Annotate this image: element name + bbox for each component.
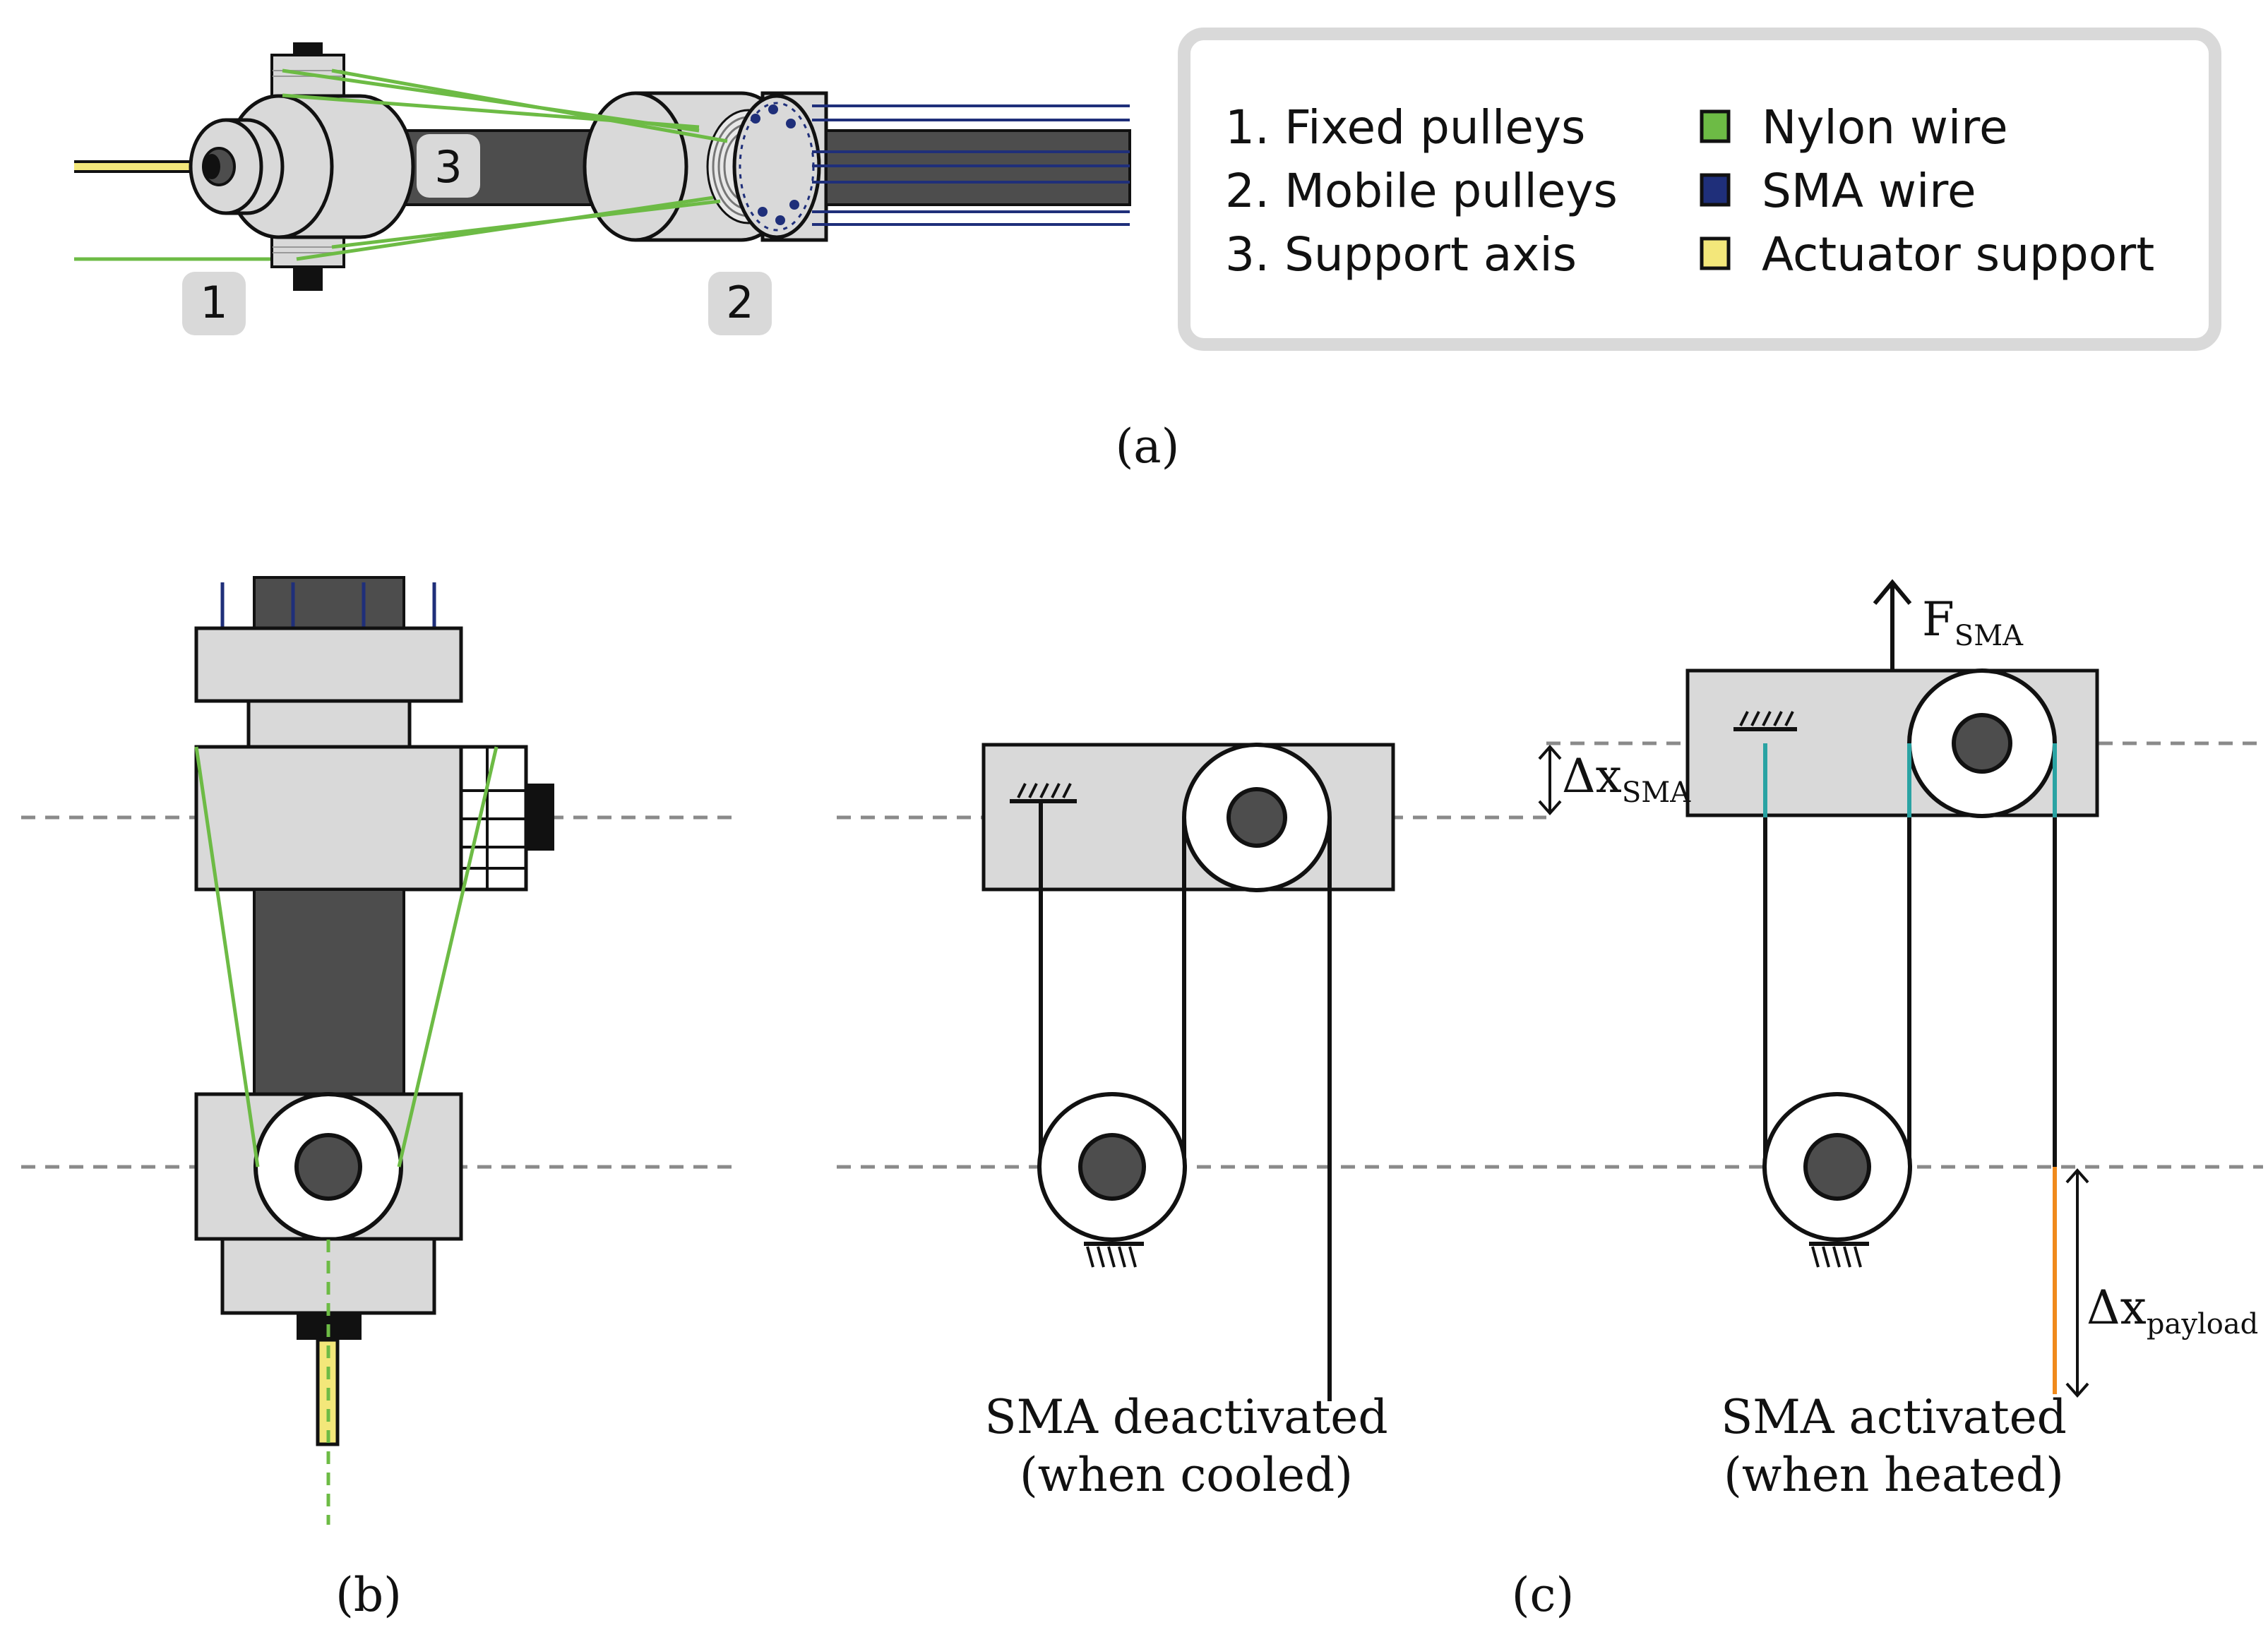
right-caption-line1: SMA activated xyxy=(1721,1390,2067,1444)
svg-text:2: 2 xyxy=(726,277,753,328)
dx-payload-arrow: Δxpayload xyxy=(2065,1168,2258,1398)
legend-label-support: Actuator support xyxy=(1762,227,2154,282)
panel-b-label: (b) xyxy=(335,1568,402,1622)
reference-lines xyxy=(21,741,2263,1169)
legend-swatch-nylon xyxy=(1700,109,1731,143)
svg-text:Δxpayload: Δxpayload xyxy=(2087,1281,2258,1341)
legend-item-mobile: 2. Mobile pulleys xyxy=(1225,164,1618,218)
legend-swatch-support xyxy=(1700,236,1731,270)
sma-wires-right xyxy=(812,104,1130,226)
b-top-block xyxy=(194,626,463,703)
badge-fixed-pulleys: 1 xyxy=(182,272,246,335)
svg-text:1: 1 xyxy=(200,277,227,328)
svg-text:ΔxSMA: ΔxSMA xyxy=(1562,749,1691,809)
c-right-anchor xyxy=(1733,711,1797,731)
c-left-anchor xyxy=(1010,783,1077,803)
panel-a-label: (a) xyxy=(1116,419,1180,474)
nylon-wires-a xyxy=(282,68,728,261)
legend-item-axis: 3. Support axis xyxy=(1225,227,1577,282)
legend-label-sma: SMA wire xyxy=(1762,164,1976,218)
force-arrow: FSMA xyxy=(1873,579,2024,671)
dx-sma-arrow: ΔxSMA xyxy=(1538,744,1691,816)
panel-b: (b) xyxy=(194,576,554,1622)
legend-item-fixed: 1. Fixed pulleys xyxy=(1225,100,1585,155)
badge-support-axis: 3 xyxy=(417,134,480,198)
panel-a: 1 2 3 1. Fixed pulleys 2. Mobile pulleys… xyxy=(74,28,2221,474)
legend-box: 1. Fixed pulleys 2. Mobile pulleys 3. Su… xyxy=(1178,28,2221,351)
panel-c: SMA deactivated (when cooled) xyxy=(981,579,2258,1622)
legend-label-nylon: Nylon wire xyxy=(1762,100,2008,155)
support-axis-right xyxy=(825,129,1131,206)
legend-swatch-sma xyxy=(1700,173,1731,207)
b-fixed-pulley-block xyxy=(194,745,463,892)
badge-mobile-pulleys: 2 xyxy=(708,272,772,335)
svg-text:3: 3 xyxy=(434,141,462,193)
left-caption-line2: (when cooled) xyxy=(1020,1448,1353,1502)
svg-text:FSMA: FSMA xyxy=(1922,592,2024,652)
panel-c-label: (c) xyxy=(1512,1568,1574,1622)
left-caption-line1: SMA deactivated xyxy=(984,1390,1387,1444)
right-caption-line2: (when heated) xyxy=(1724,1448,2064,1502)
